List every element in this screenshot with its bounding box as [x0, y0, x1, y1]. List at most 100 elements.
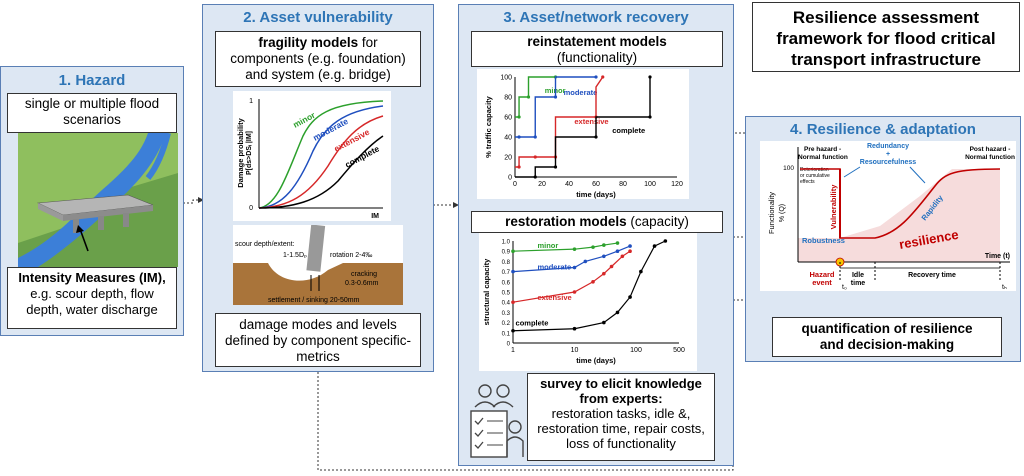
- reinstatement-ytick: 60: [504, 115, 512, 122]
- restoration-point-complete: [615, 310, 620, 315]
- resilience-triangle-chart: 100 Functionality % (Q) Pre hazard - Nor…: [760, 141, 1016, 291]
- reinstatement-point-complete: [648, 115, 652, 119]
- restoration-xlabel: time (days): [576, 356, 616, 365]
- reinstatement-xtick: 120: [671, 181, 683, 188]
- hazard-label-2: event: [812, 278, 832, 287]
- restoration-point-complete: [663, 239, 668, 243]
- reinstatement-xlabel: time (days): [576, 190, 616, 199]
- fragility-ylabel-2: P[ds>DSᵢ |IM]: [246, 131, 253, 175]
- resilience-ylabel-2: % (Q): [779, 204, 786, 222]
- reinstatement-point-extensive: [533, 155, 537, 159]
- restoration-models-box: restoration models (capacity): [471, 211, 723, 233]
- plus-label: +: [886, 151, 890, 158]
- restoration-point-complete: [572, 326, 577, 331]
- restoration-point-extensive: [609, 264, 614, 269]
- deterioration-label-3: effects: [800, 179, 815, 185]
- restoration-models-label: restoration models: [505, 214, 627, 229]
- restoration-point-moderate: [572, 265, 577, 270]
- reinstatement-point-minor: [526, 95, 531, 99]
- reinstatement-xtick: 0: [513, 181, 517, 188]
- restoration-ytick: 0.5: [502, 291, 511, 297]
- th-label: tₕ: [1002, 284, 1007, 291]
- deterioration-label-1: Deterioration: [800, 167, 829, 173]
- flood-scenarios-text: single or multiple flood scenarios: [24, 96, 160, 128]
- restoration-ytick: 0.1: [502, 331, 511, 337]
- restoration-point-minor: [602, 243, 606, 247]
- restoration-ytick: 0: [507, 342, 511, 348]
- t0-label: t₀: [842, 284, 847, 291]
- restoration-point-minor: [572, 247, 577, 251]
- restoration-xtick: 10: [571, 347, 579, 354]
- time-axis-label: Time (t): [985, 253, 1010, 260]
- reinstatement-ytick: 100: [500, 75, 512, 82]
- cracking-value: 0.3-0.6mm: [345, 280, 379, 287]
- normal-function-label-2: Normal function: [965, 154, 1015, 161]
- reinstatement-label-extensive: extensive: [574, 117, 608, 126]
- restoration-ytick: 1.0: [502, 240, 511, 246]
- fragility-curve-complete: [258, 135, 384, 209]
- restoration-ytick: 0.3: [502, 311, 511, 317]
- reinstatement-ytick: 0: [508, 175, 512, 182]
- restoration-point-minor: [591, 245, 595, 249]
- restoration-point-minor: [615, 241, 620, 245]
- reinstatement-xtick: 100: [644, 181, 656, 188]
- panel-vulnerability-title: 2. Asset vulnerability: [243, 9, 393, 26]
- normal-function-label-1: Normal function: [798, 154, 848, 161]
- restoration-point-complete: [652, 244, 657, 248]
- intensity-measures-title: Intensity Measures (IM),: [18, 270, 166, 285]
- scour-damage-illustration: scour depth/extent: 1-1.5Dₚ rotation 2-4…: [233, 225, 403, 305]
- deterioration-label-2: or cumulative: [800, 173, 830, 179]
- redundancy-label: Redundancy: [867, 143, 909, 150]
- flood-scenarios-box: single or multiple flood scenarios: [7, 93, 177, 133]
- restoration-point-minor: [511, 249, 515, 253]
- reinstatement-point-extensive: [517, 165, 521, 169]
- reinstatement-ytick: 80: [504, 95, 512, 102]
- reinstatement-xtick: 40: [565, 181, 573, 188]
- fragility-curve-moderate: [258, 105, 384, 209]
- fragility-models-box: fragility models for components (e.g. fo…: [215, 31, 421, 87]
- vulnerability-label: Vulnerability: [829, 184, 838, 230]
- quantification-line-1: quantification of resilience: [801, 321, 973, 336]
- restoration-ytick: 0.6: [502, 280, 511, 286]
- damage-modes-box: damage modes and levels defined by compo…: [215, 313, 421, 367]
- panel-resilience-adaptation: 4. Resilience & adaptation 100 Functiona…: [745, 116, 1021, 362]
- panel-asset-network-recovery: 3. Asset/network recovery reinstatement …: [458, 4, 734, 466]
- restoration-xtick: 100: [630, 347, 642, 354]
- resilience-ytick-100: 100: [783, 165, 794, 172]
- reinstatement-label-complete: complete: [612, 126, 645, 135]
- reinstatement-xtick: 80: [619, 181, 627, 188]
- restoration-models-desc: (capacity): [626, 214, 689, 229]
- title-line-2: framework for flood critical: [776, 29, 996, 48]
- restoration-point-complete: [639, 269, 643, 274]
- reinstatement-xtick: 60: [592, 181, 600, 188]
- reinstatement-point-complete: [553, 165, 558, 169]
- scour-depth-value: 1-1.5Dₚ: [283, 252, 307, 259]
- reinstatement-point-moderate: [517, 135, 521, 139]
- panel-hazard-title: 1. Hazard: [58, 72, 126, 89]
- reinstatement-point-complete: [533, 175, 537, 179]
- reinstatement-ytick: 20: [504, 155, 512, 162]
- restoration-point-extensive: [572, 290, 577, 294]
- restoration-label-minor: minor: [537, 241, 558, 250]
- experts-survey-icon: [470, 384, 524, 458]
- quantification-line-2: and decision-making: [819, 337, 955, 352]
- restoration-ytick: 0.8: [502, 260, 511, 266]
- fragility-label-minor: minor: [291, 110, 317, 130]
- reinstatement-point-minor: [517, 115, 521, 119]
- restoration-xtick: 1: [511, 347, 515, 354]
- hazard-label-1: Hazard: [809, 270, 834, 279]
- fragility-curve-minor: [258, 100, 384, 209]
- recovery-time-label: Recovery time: [908, 272, 956, 279]
- fragility-models-label: fragility models: [258, 35, 359, 50]
- reinstatement-models-box: reinstatement models (functionality): [471, 31, 723, 67]
- reinstatement-ylabel: % traffic capacity: [484, 95, 493, 158]
- fragility-curve-extensive: [258, 115, 384, 209]
- title-line-1: Resilience assessment: [792, 8, 980, 27]
- reinstatement-point-moderate: [533, 135, 537, 139]
- fragility-ylabel-1: Damage probability: [236, 117, 245, 187]
- panel-hazard: 1. Hazard single or multiple flood scena…: [0, 66, 184, 336]
- robustness-label: Robustness: [802, 236, 845, 245]
- restoration-point-extensive: [591, 280, 595, 284]
- fragility-models-desc: for components (e.g. foundation) and sys…: [230, 35, 406, 82]
